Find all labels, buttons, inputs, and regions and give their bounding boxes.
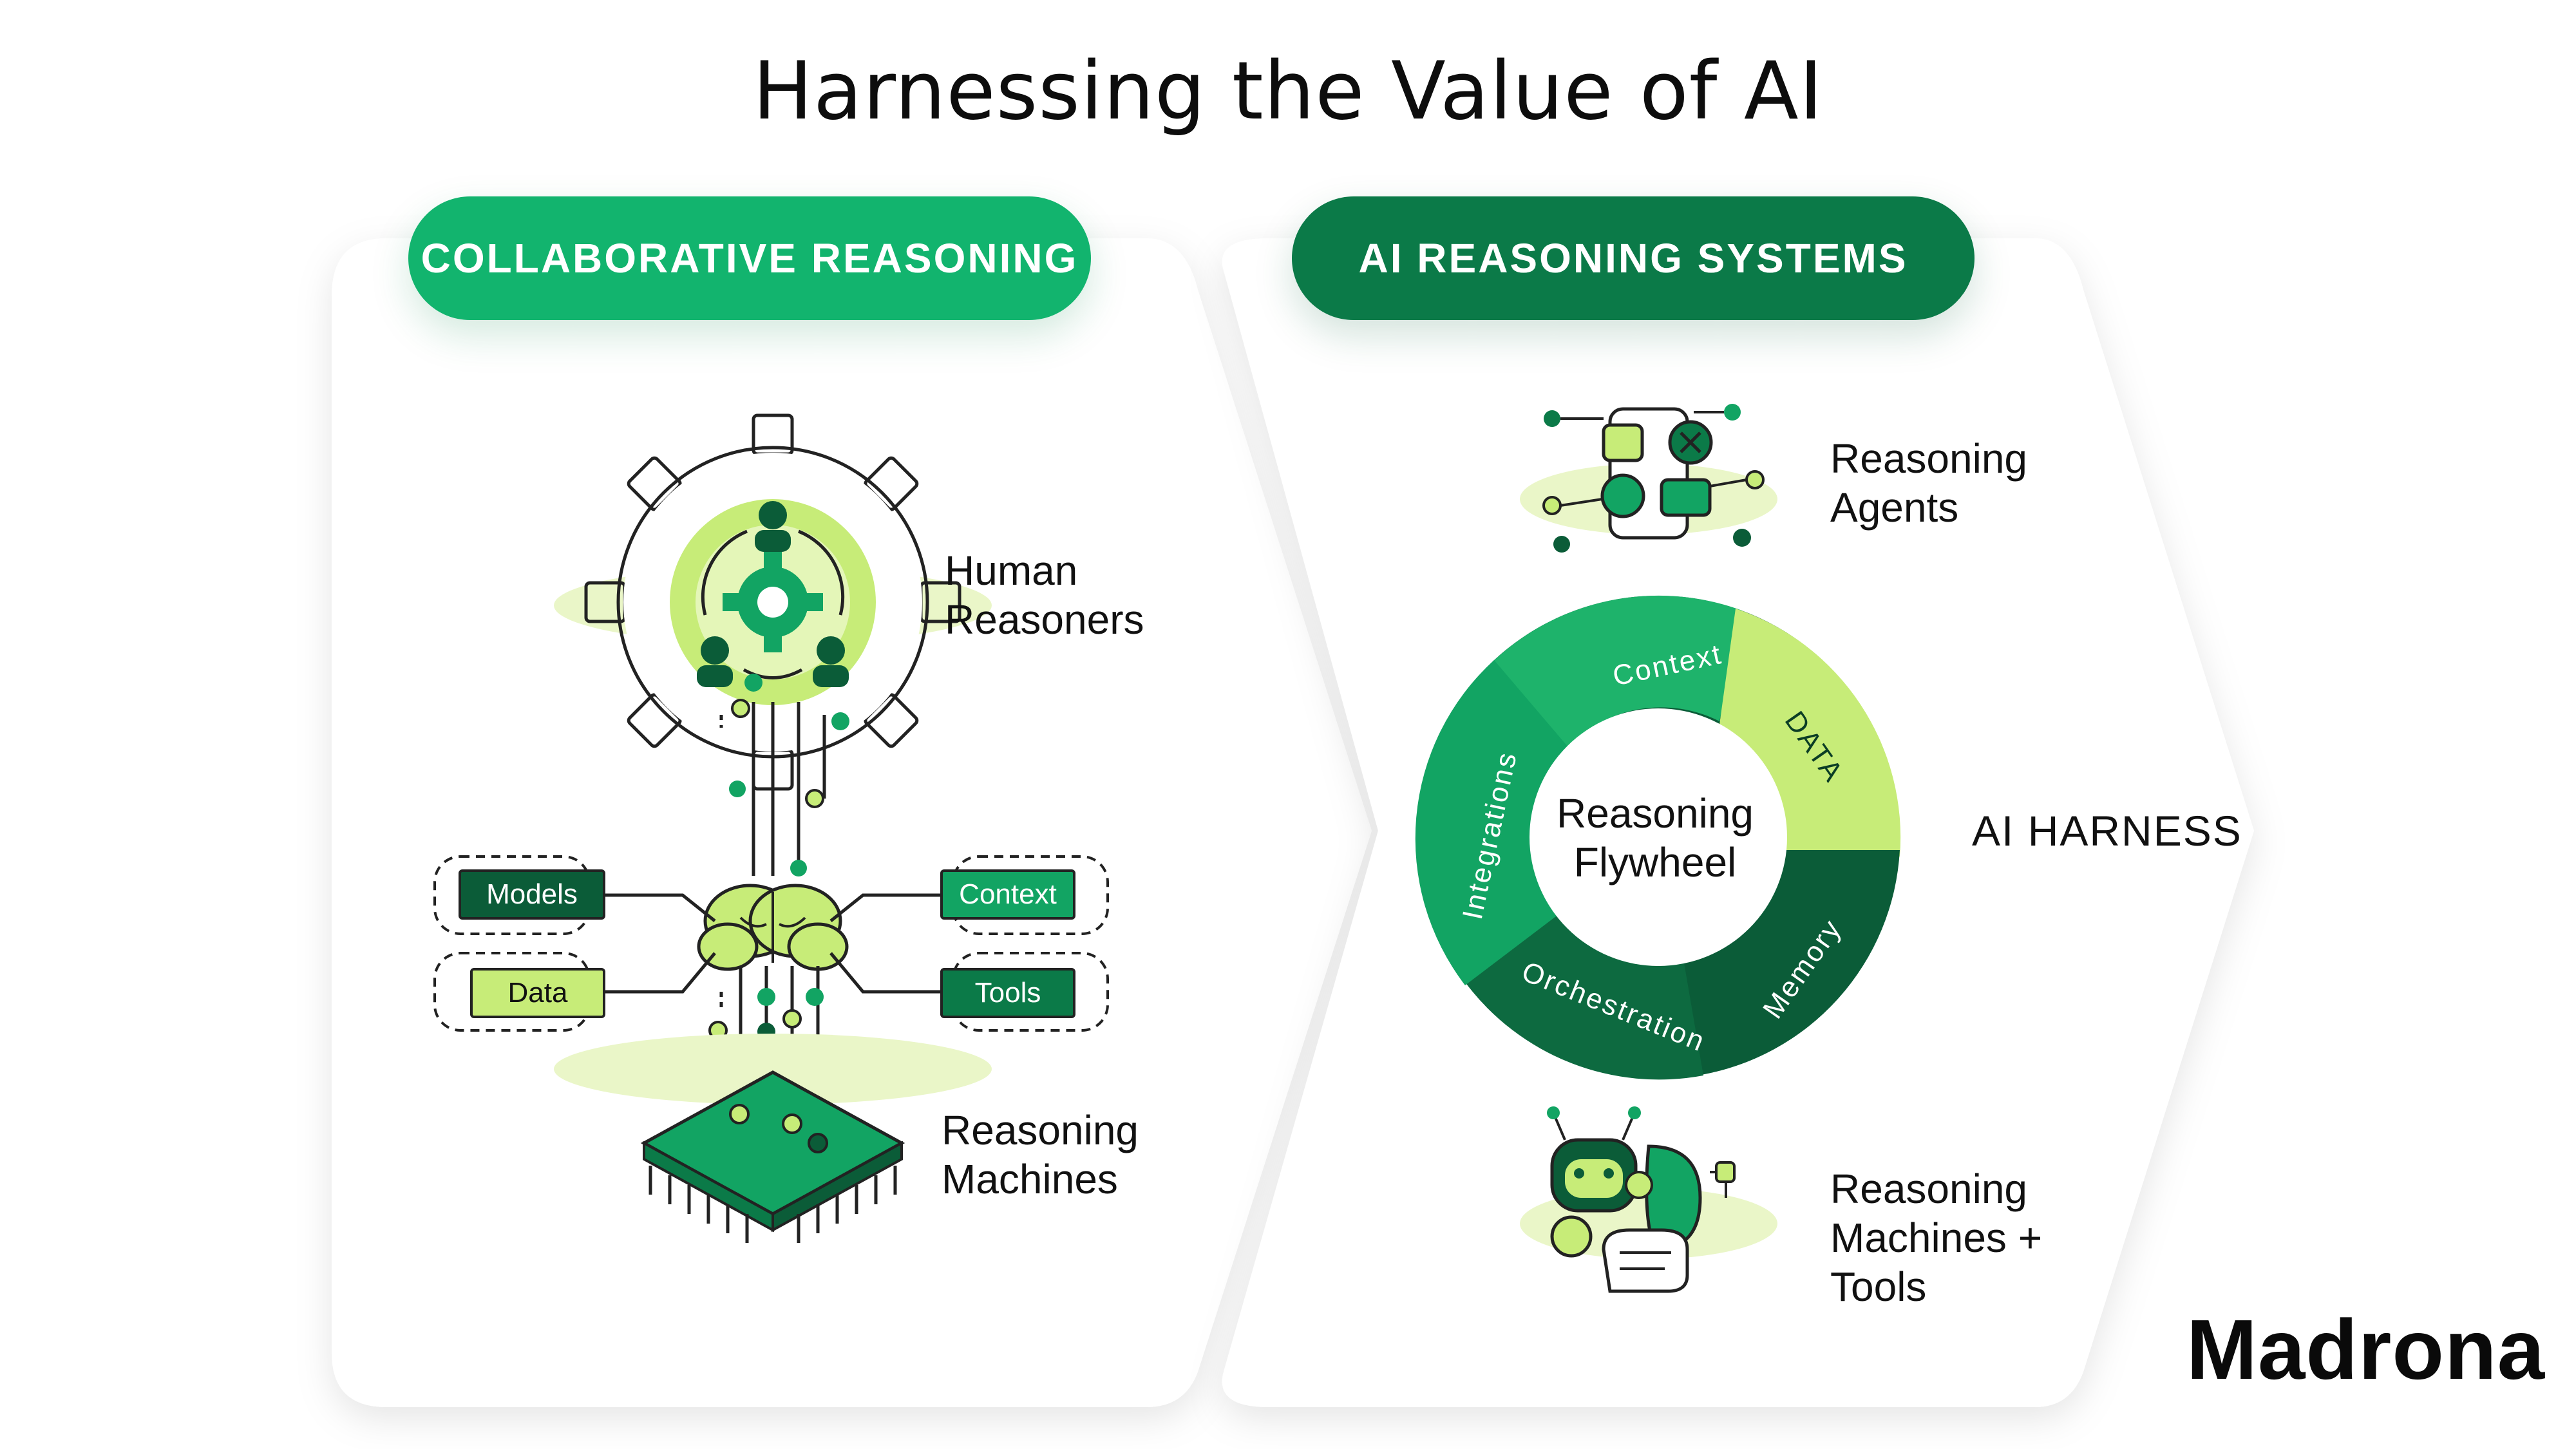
reasoning-machines-label: Reasoning Machines: [942, 1107, 1139, 1202]
reasoning-flywheel: [1415, 595, 1901, 1080]
reasoning-agents-icon: [1542, 404, 1765, 553]
left-chevron-panel: [332, 238, 1372, 1407]
box-connectors: [605, 893, 940, 994]
machine-glow: [554, 1034, 992, 1104]
context-box: Context: [940, 869, 1075, 920]
human-reasoners-label: Human Reasoners: [945, 547, 1144, 643]
reasoning-machines-tools-label: Reasoning Machines + Tools: [1830, 1166, 2043, 1310]
human-gear-icon: [584, 413, 961, 791]
brain-icon: [697, 884, 849, 971]
ai-reasoning-systems-pill: AI REASONING SYSTEMS: [1292, 196, 1975, 320]
data-box: Data: [470, 968, 605, 1018]
flywheel-center-label: Reasoning Flywheel: [1557, 790, 1754, 886]
madrona-logo: Madrona: [2186, 1302, 2546, 1397]
ai-harness-label: AI HARNESS: [1972, 807, 2242, 855]
flywheel-segment-integrations: [1415, 660, 1568, 985]
chip-icon: [640, 1070, 905, 1243]
collaborative-reasoning-pill: COLLABORATIVE REASONING: [408, 196, 1091, 320]
flywheel-segment-context: [1491, 595, 1742, 747]
flywheel-segment-data: [1719, 609, 1901, 857]
link-nodes: [729, 674, 849, 876]
tools-box: Tools: [940, 968, 1075, 1018]
models-box: Models: [459, 869, 605, 920]
human-to-machine-links: [719, 702, 826, 876]
page-title: Harnessing the Value of AI: [752, 45, 1824, 138]
flywheel-segment-memory: [1684, 850, 1900, 1075]
reasoning-agents-label: Reasoning Agents: [1830, 435, 2027, 531]
flywheel-segment-orchestration: [1465, 914, 1703, 1080]
reasoning-machines-tools-icon: [1547, 1106, 1736, 1293]
